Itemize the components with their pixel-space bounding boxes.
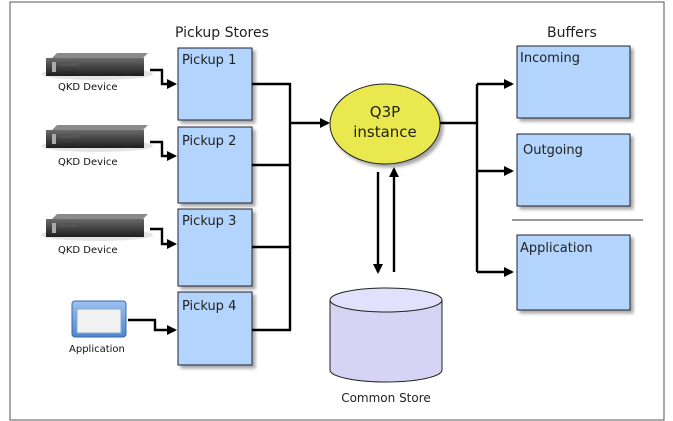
qkd-device-label: QKD Device [58,82,118,93]
pickup-label: Pickup 1 [182,53,236,68]
buffer-connectors [440,79,514,277]
pickup-box-3: Pickup 3 [177,208,253,287]
q3p-instance: Q3P instance [329,83,441,165]
qkd-device-icon [41,214,153,241]
qkd-device-2: QKD Device [41,125,153,168]
pickup-box-4: Pickup 4 [177,291,253,366]
common-store-label: Common Store [341,391,431,405]
buffer-label: Application [520,241,593,256]
buffers-heading: Buffers [547,25,597,41]
pickup-label: Pickup 2 [182,134,236,149]
pickup-label: Pickup 3 [182,214,236,229]
application-source-label: Application [69,344,125,355]
pickup-label: Pickup 4 [182,299,236,314]
qkd-device-icon [41,125,153,152]
pickup-bus [252,82,330,332]
common-store-cylinder: Common Store [329,287,443,405]
q3p-label-line1: Q3P [370,103,400,121]
buffer-label: Incoming [520,51,580,66]
buffer-box-outgoing: Outgoing [516,133,631,207]
application-source: Application [69,300,127,355]
application-window-icon [71,300,127,338]
store-connectors [373,167,399,274]
buffer-label: Outgoing [523,143,583,158]
pickup-box-2: Pickup 2 [177,126,253,204]
q3p-label-line2: instance [353,123,417,141]
buffer-box-application: Application [516,234,631,311]
buffer-box-incoming: Incoming [516,45,631,119]
pickup-stores-heading: Pickup Stores [175,25,269,41]
pickup-box-1: Pickup 1 [177,47,253,121]
qkd-device-1: QKD Device [41,53,153,93]
qkd-device-label: QKD Device [58,157,118,168]
qkd-device-icon [41,53,153,80]
qkd-device-label: QKD Device [58,245,118,256]
source-connectors [128,68,177,335]
qkd-device-3: QKD Device [41,214,153,256]
